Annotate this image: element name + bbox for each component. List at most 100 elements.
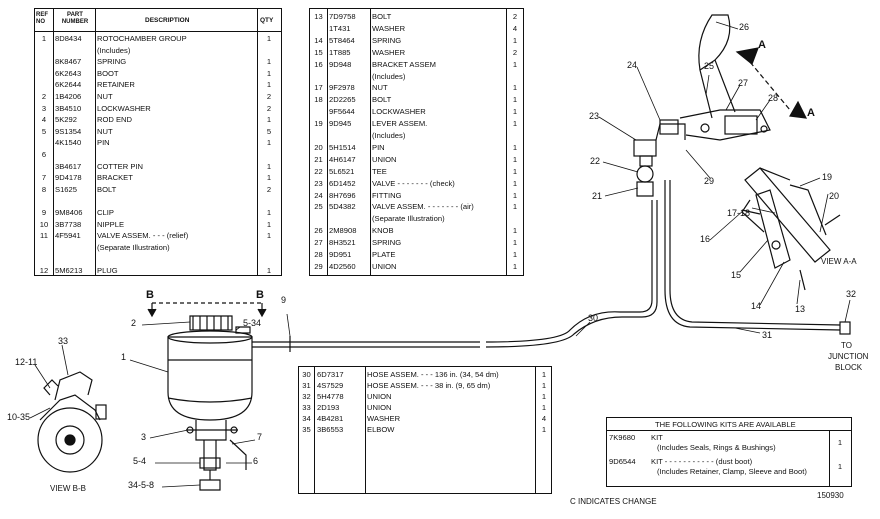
table1-ref: 12 (39, 266, 49, 275)
table2-qty: 1 (512, 238, 518, 248)
table2-qty: 2 (512, 47, 518, 57)
table2-qty: 4 (512, 23, 518, 33)
view-aa-label: VIEW A-A (821, 257, 857, 266)
table1-row: (Separate Illustration) (35, 242, 281, 253)
table2-ref: 24 (314, 190, 323, 200)
callout-26: 26 (739, 22, 750, 32)
table1-part: 4F5941 (55, 231, 81, 241)
table1-ref: 8 (41, 184, 47, 194)
kits-heading: THE FOLLOWING KITS ARE AVAILABLE (655, 420, 796, 429)
table1-qty: 1 (266, 219, 272, 229)
table2-ref: 16 (314, 59, 323, 69)
table1-desc: PLUG (97, 266, 118, 275)
callout-9: 9 (281, 295, 287, 305)
table2-part: 8H7696 (329, 190, 356, 200)
table2-ref: 28 (314, 250, 323, 259)
callout-6: 6 (253, 456, 259, 466)
callout-16: 16 (700, 234, 711, 244)
callout-31: 31 (762, 330, 773, 340)
callout-33: 33 (58, 336, 69, 346)
table1-qty: 1 (266, 161, 272, 171)
callout-14: 14 (751, 301, 762, 311)
table2-qty: 2 (512, 12, 518, 21)
junction-line2: JUNCTION (828, 352, 869, 361)
table2-qty: 1 (512, 154, 518, 164)
junction-to: TO (841, 341, 852, 350)
table1-ref: 7 (41, 173, 47, 183)
table2-ref: 13 (314, 12, 323, 21)
table3-qty: 1 (541, 403, 547, 412)
table1-part: 9M8406 (55, 208, 83, 217)
table2-qty: 1 (512, 35, 518, 45)
table1-ref: 9 (41, 208, 47, 217)
table2-ref: 23 (314, 178, 323, 188)
table3-qty: 4 (541, 414, 547, 423)
table2-desc: UNION (372, 154, 397, 164)
table3-part: 5H4778 (317, 392, 344, 401)
callout-27: 27 (738, 78, 749, 88)
table2-qty: 1 (512, 226, 518, 236)
table3-ref: 34 (302, 414, 311, 423)
table2-part: 9D945 (329, 119, 352, 129)
table2-part: 9F5644 (329, 107, 355, 117)
table1-qty: 1 (266, 173, 272, 183)
kit-desc: KIT (651, 433, 663, 442)
kits-table: THE FOLLOWING KITS ARE AVAILABLE 7K9680 K… (606, 417, 852, 487)
table3-qty: 1 (541, 381, 547, 390)
table2-part: 2D2265 (329, 95, 356, 105)
table1-row: (Includes) (35, 45, 281, 56)
table2-part: 9F2978 (329, 83, 355, 93)
table1-ref: 11 (40, 231, 48, 241)
table1-qty: 1 (266, 80, 272, 90)
table2-part: 9D948 (329, 59, 352, 69)
change-note: C INDICATES CHANGE (570, 497, 657, 506)
table1-qty: 1 (266, 208, 272, 217)
callout-32: 32 (846, 289, 857, 299)
table2-qty: 1 (512, 95, 518, 105)
table2-part: 4D2560 (329, 261, 356, 271)
table3-ref: 33 (302, 403, 311, 412)
table1-desc: BOOT (97, 68, 119, 78)
table2-desc: VALVE - - - - - - - (check) (372, 178, 455, 188)
table2-ref: 20 (314, 142, 323, 152)
table3-ref: 32 (302, 392, 311, 401)
table1-part: 5K292 (55, 115, 77, 125)
table2-qty: 1 (512, 142, 518, 152)
table1-ref: 3 (41, 103, 47, 113)
callout-5-4: 5-4 (133, 456, 147, 466)
table2-ref: 29 (314, 261, 323, 271)
table1-desc: BRACKET (97, 173, 133, 183)
callout-20: 20 (829, 191, 840, 201)
callout-34-5-8: 34-5-8 (128, 480, 155, 490)
callout-12-11: 12-11 (15, 357, 38, 367)
header-ref: REF NO (36, 12, 48, 25)
table1-ref: 5 (41, 126, 47, 136)
table3-row: C332D193UNION1 (299, 402, 551, 413)
kit-part: 9D6544 (609, 457, 636, 466)
table2-desc: BRACKET ASSEM (372, 59, 437, 69)
table3-qty: 1 (541, 425, 547, 434)
table1-desc: COTTER PIN (97, 161, 143, 171)
table3-ref: 30 (302, 370, 311, 379)
table1-qty: 1 (266, 115, 272, 125)
table1-desc: CLIP (97, 208, 114, 217)
kit-part: 7K9680 (609, 433, 636, 442)
table1-part: 4K1540 (55, 138, 82, 148)
table2-qty: 1 (512, 107, 518, 117)
table1-part: 5M6213 (55, 266, 83, 275)
section-b-right: B (256, 289, 264, 301)
